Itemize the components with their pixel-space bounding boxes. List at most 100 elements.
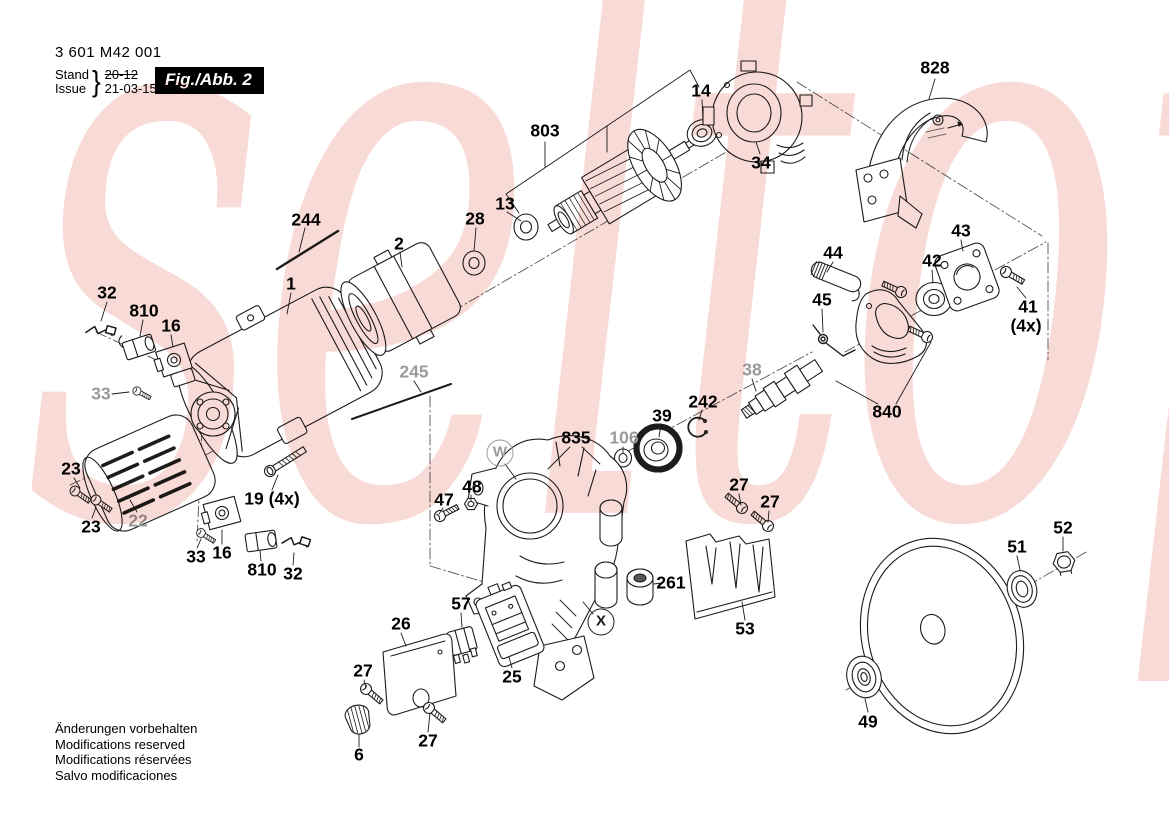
stand-issue-block: Stand Issue } 20-12 21-03-15	[55, 63, 157, 99]
modifications-notice-line: Modifications reserved	[55, 736, 186, 752]
part-callout-42: 42	[922, 250, 942, 271]
part-lock-plate	[855, 289, 927, 364]
part-callout-244: 244	[291, 209, 321, 230]
part-spacer	[626, 568, 654, 606]
part-callout-828: 828	[920, 57, 950, 78]
part-callout-23: 23	[61, 458, 81, 479]
part-cutting-disc	[859, 537, 1025, 735]
reference-circle-x: X	[587, 608, 615, 636]
part-clamp-lever	[810, 261, 862, 302]
part-callout-45: 45	[812, 289, 832, 310]
part-screw-19	[263, 446, 307, 478]
brace-glyph: }	[91, 63, 101, 99]
part-field-stator	[340, 242, 461, 356]
part-callout-49: 49	[858, 711, 878, 732]
part-callout-26: 26	[391, 613, 411, 634]
part-callout-16: 16	[161, 315, 181, 336]
part-callout-261: 261	[656, 572, 686, 593]
part-bearing-14	[686, 119, 718, 147]
part-rod-244	[275, 229, 340, 271]
issue-value: 21-03-15	[104, 80, 157, 96]
part-bearing-cover	[702, 60, 813, 174]
part-spring	[812, 324, 856, 357]
part-callout-14: 14	[691, 80, 711, 101]
part-callout-28: 28	[465, 208, 485, 229]
part-callout-32: 32	[283, 563, 303, 584]
part-callout-53: 53	[735, 618, 755, 639]
part-callout-6: 6	[354, 744, 364, 765]
modifications-notice-line: Salvo modificaciones	[55, 767, 178, 783]
document-number: 3 601 M42 001	[55, 44, 162, 61]
part-cover-plate	[382, 633, 457, 716]
part-cap	[344, 704, 371, 735]
part-callout-34: 34	[751, 152, 771, 173]
part-callout-41: 41	[1018, 296, 1038, 317]
part-clip-32-bottom	[281, 536, 312, 548]
leader-lines	[73, 69, 1064, 748]
part-callout-52: 52	[1053, 517, 1073, 538]
part-nut-48	[463, 497, 479, 511]
figure-label: Fig./Abb. 2	[155, 67, 264, 94]
part-callout-44: 44	[823, 242, 843, 263]
modifications-notice-line: Modifications réservées	[55, 752, 192, 767]
part-callout-1: 1	[286, 273, 296, 294]
part-callout-39: 39	[652, 405, 672, 426]
part-flange-51	[1006, 570, 1038, 608]
part-callout-48: 48	[462, 476, 482, 497]
part-callout-33: 33	[186, 546, 206, 567]
part-callout-27: 27	[353, 660, 373, 681]
part-callout-57: 57	[451, 593, 471, 614]
part-blade-guard	[855, 97, 988, 229]
part-callout--4x-: (4x)	[1010, 315, 1042, 336]
part-rod-245	[351, 383, 452, 420]
part-callout-32: 32	[97, 282, 117, 303]
part-callout-13: 13	[495, 193, 515, 214]
part-callout-47: 47	[434, 489, 454, 510]
part-callout-27: 27	[418, 730, 438, 751]
part-callout-25: 25	[502, 666, 522, 687]
part-callout-810: 810	[247, 559, 277, 580]
part-callout-38: 38	[742, 359, 762, 380]
reference-circle-w: W	[486, 439, 514, 467]
part-flange-49	[846, 655, 882, 699]
issue-label: Issue	[55, 80, 87, 96]
part-armature	[547, 128, 695, 235]
part-switch	[475, 581, 545, 668]
part-spindle	[740, 359, 824, 419]
part-end-cap	[82, 414, 216, 532]
part-holder-16-top	[153, 342, 196, 388]
part-callout-27: 27	[729, 474, 749, 495]
part-callout-33: 33	[91, 383, 111, 404]
part-callout-27: 27	[760, 491, 780, 512]
part-clip-32-top	[85, 325, 117, 337]
part-callout-2: 2	[394, 233, 404, 254]
part-callout-16: 16	[212, 542, 232, 563]
part-callout-835: 835	[561, 427, 591, 448]
part-callout-242: 242	[688, 391, 718, 412]
stand-value-old: 20-12	[104, 66, 138, 82]
part-callout-22: 22	[128, 510, 148, 531]
part-washer-106	[613, 448, 633, 468]
part-brush-810-bottom	[244, 529, 278, 553]
part-holder-16-bottom	[200, 495, 242, 531]
part-motor-housing	[176, 286, 383, 464]
part-callout-106: 106	[609, 427, 639, 448]
modifications-notice-line: Änderungen vorbehalten	[55, 721, 198, 736]
part-bearing-flange	[934, 242, 1000, 312]
part-deflector	[685, 533, 776, 620]
part-connector	[446, 626, 478, 664]
part-callout-23: 23	[81, 516, 101, 537]
part-callout-810: 810	[129, 300, 159, 321]
stand-label: Stand	[55, 66, 89, 82]
part-callout-803: 803	[530, 120, 560, 141]
part-gear	[633, 423, 683, 473]
part-brush-810-top	[118, 333, 157, 361]
part-callout-43: 43	[951, 220, 971, 241]
part-callout-840: 840	[872, 401, 902, 422]
part-bearing-28	[462, 250, 486, 276]
part-callout-51: 51	[1007, 536, 1027, 557]
